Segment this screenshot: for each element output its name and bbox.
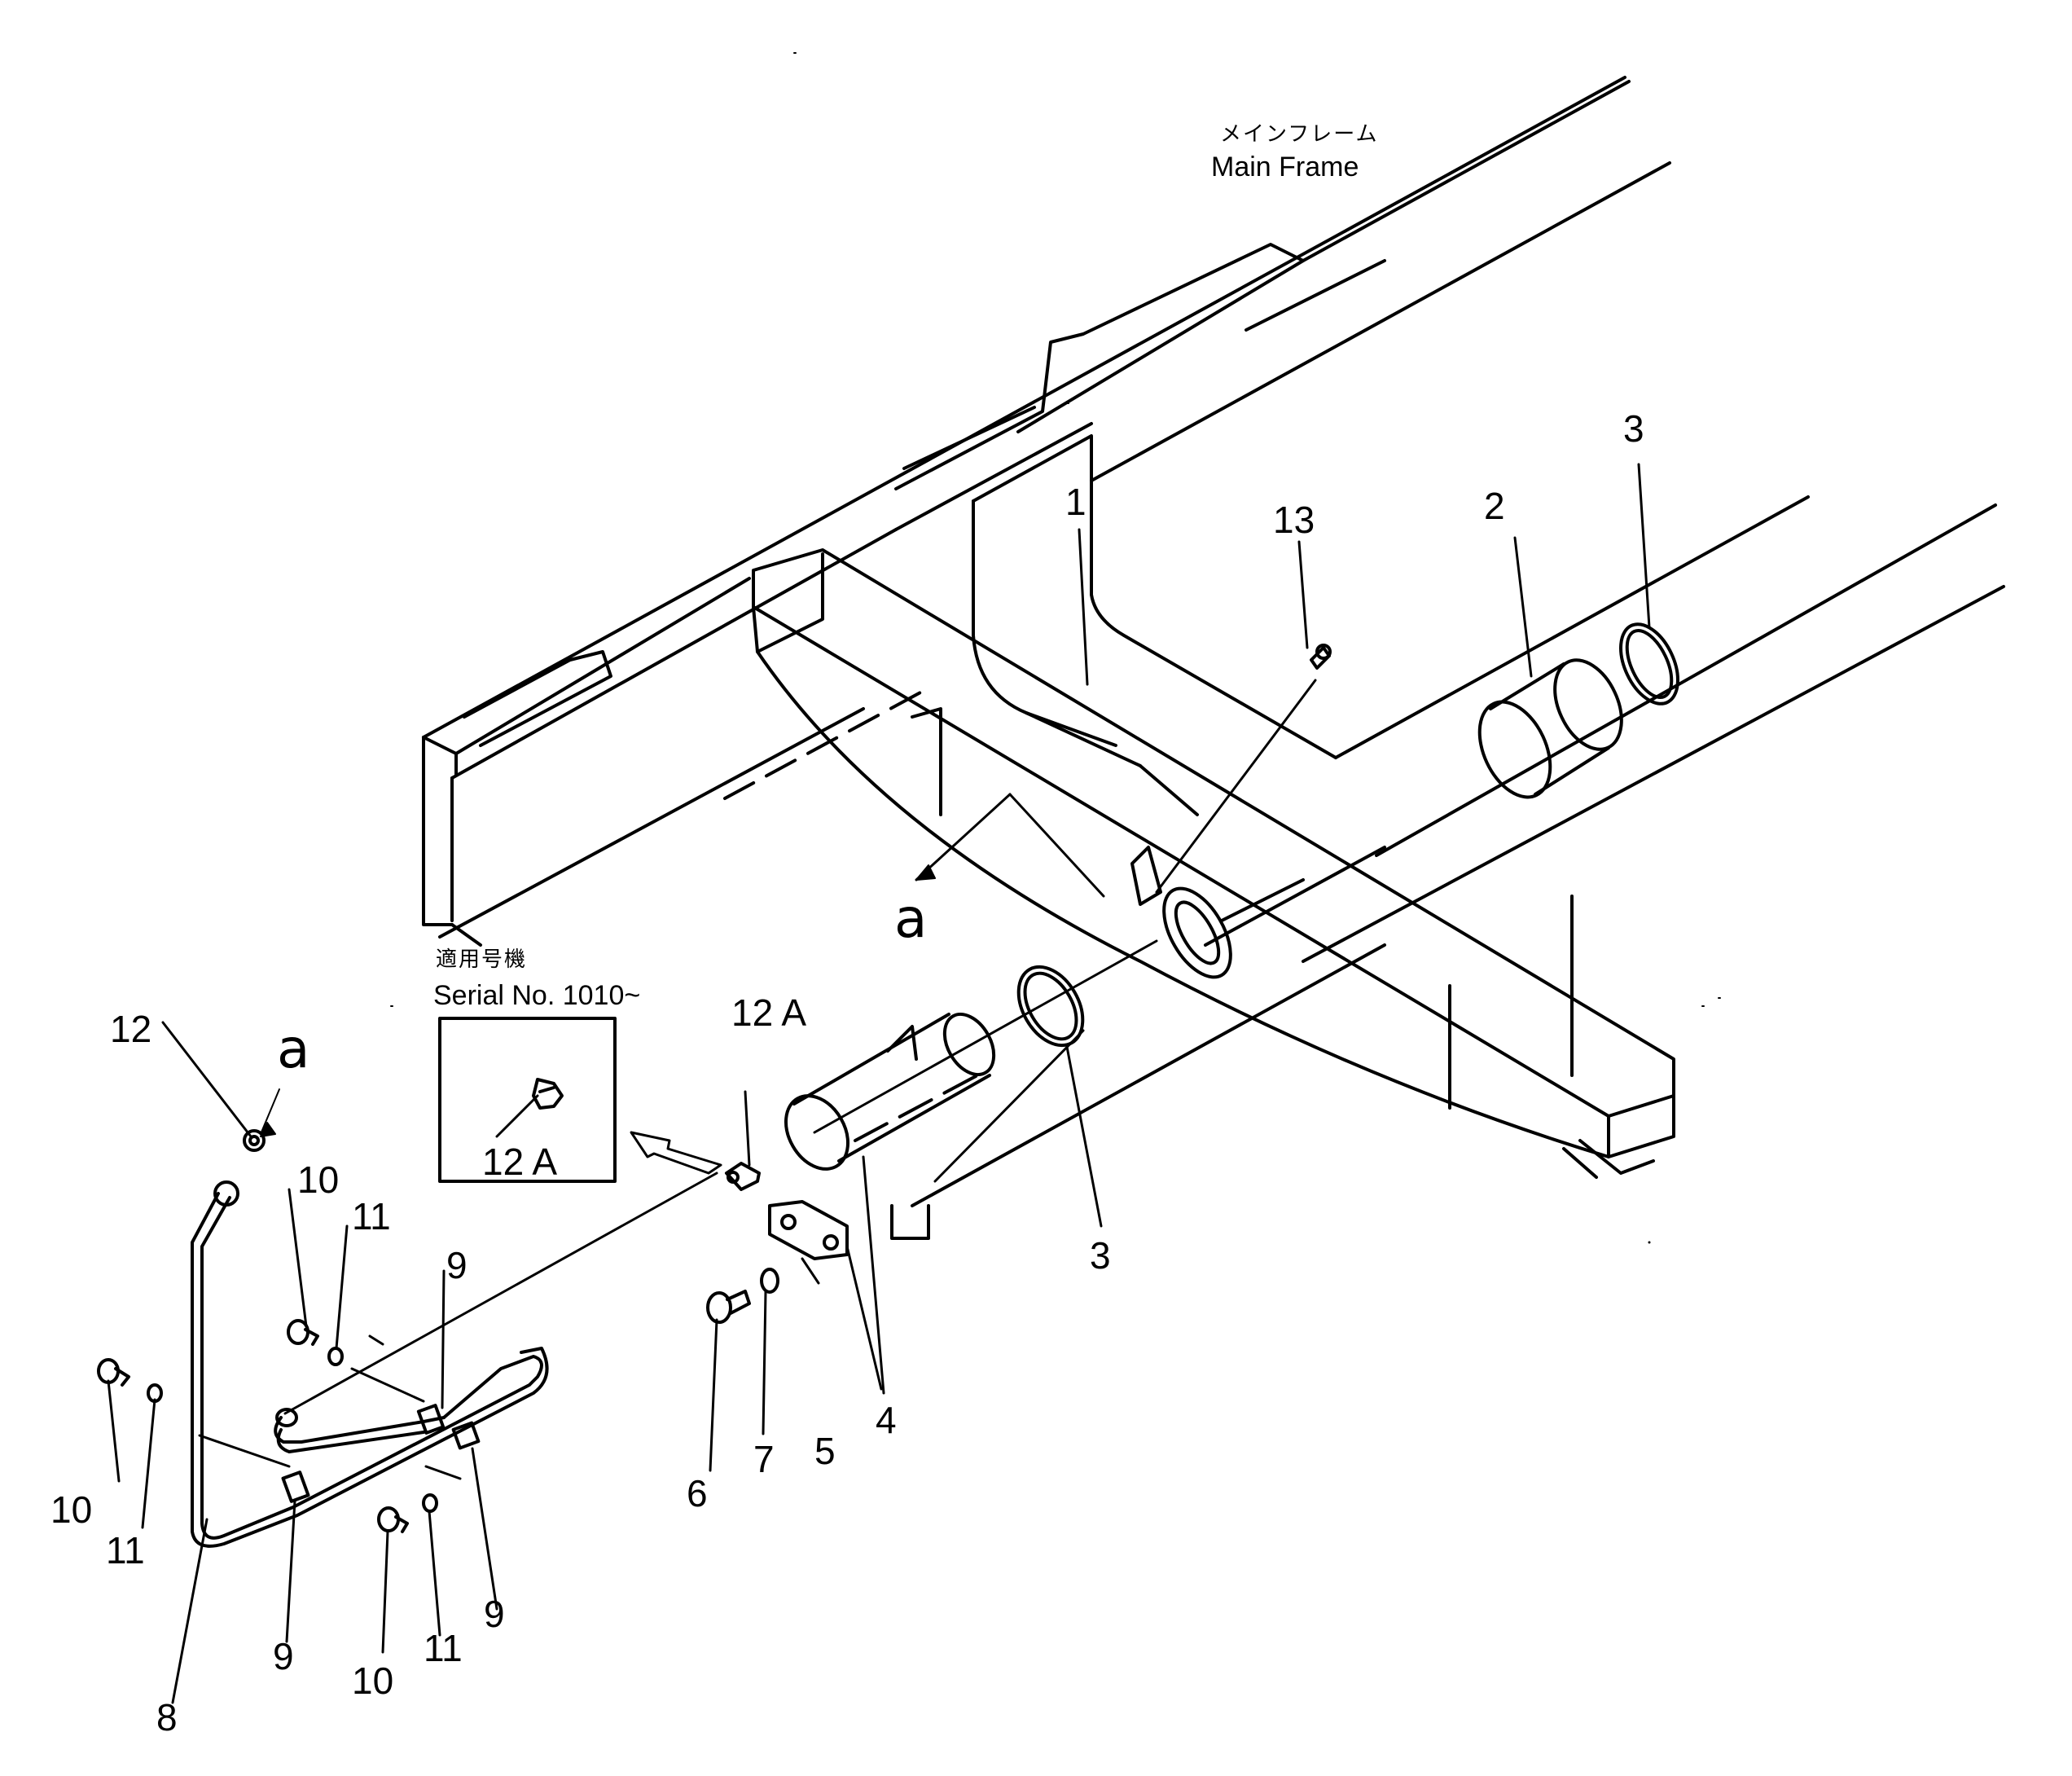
serial-note-en: Serial No. 1010~ [433,980,641,1011]
alignment-lines [283,939,1158,1415]
pin-part-4 [784,1013,996,1240]
callout-4: 4 [876,1399,897,1441]
bolt-part-6 [706,1290,751,1324]
bushing-part-2 [1477,658,1623,799]
washer-part-7 [760,1268,779,1294]
callout-13: 13 [1273,499,1315,541]
callout-3-top: 3 [1623,407,1644,450]
piping-assembly-lines [198,1334,462,1480]
callout-8: 8 [156,1696,178,1739]
serial-inset-box [438,1017,617,1183]
callout-6: 6 [687,1472,708,1514]
callout-1: 1 [1065,481,1086,523]
callout-10-bottom: 10 [352,1660,394,1702]
pin-boss [1130,846,1232,979]
inset-part-label: 12 A [482,1141,558,1183]
seal-ring-part-3-upper [1619,622,1679,706]
callout-11-bottom: 11 [424,1627,463,1669]
view-a-arrowheads [260,864,936,1137]
callout-10-upper: 10 [297,1158,340,1201]
seal-ring-part-3-lower [1016,965,1085,1048]
view-a-detail-label: a [277,1018,310,1080]
callout-9-right: 9 [484,1593,505,1635]
main-frame-title-jp: メインフレーム [1220,122,1379,147]
grease-tube-part-8 [191,1180,549,1548]
scan-specks [390,52,1721,1007]
callout-2: 2 [1484,485,1505,527]
main-frame [422,76,1671,947]
callout-11-left: 11 [106,1529,145,1572]
callout-11-upper: 11 [352,1195,391,1237]
cap-part-12 [243,1129,266,1152]
view-a-main-label: a [894,887,928,950]
main-frame-title-en: Main Frame [1211,152,1359,182]
callout-12a: 12 A [731,991,807,1034]
lock-plate-part-5 [768,1200,849,1260]
grease-fitting-part-13 [1310,644,1332,670]
fitting-part-12a [725,1162,761,1191]
callout-10-left: 10 [50,1488,93,1531]
callout-9-left: 9 [273,1635,294,1677]
leader-lines [107,463,1651,1704]
callout-7: 7 [753,1438,775,1480]
callout-3-bottom: 3 [1090,1234,1111,1277]
callout-5: 5 [814,1430,836,1472]
serial-note-jp: 適用号機 [436,947,528,972]
callout-9-top: 9 [446,1244,468,1286]
cross-member [752,434,2005,1207]
callout-12: 12 [110,1008,152,1050]
view-arrow [630,1131,722,1175]
tube-clamp-part-9 [281,1404,481,1503]
